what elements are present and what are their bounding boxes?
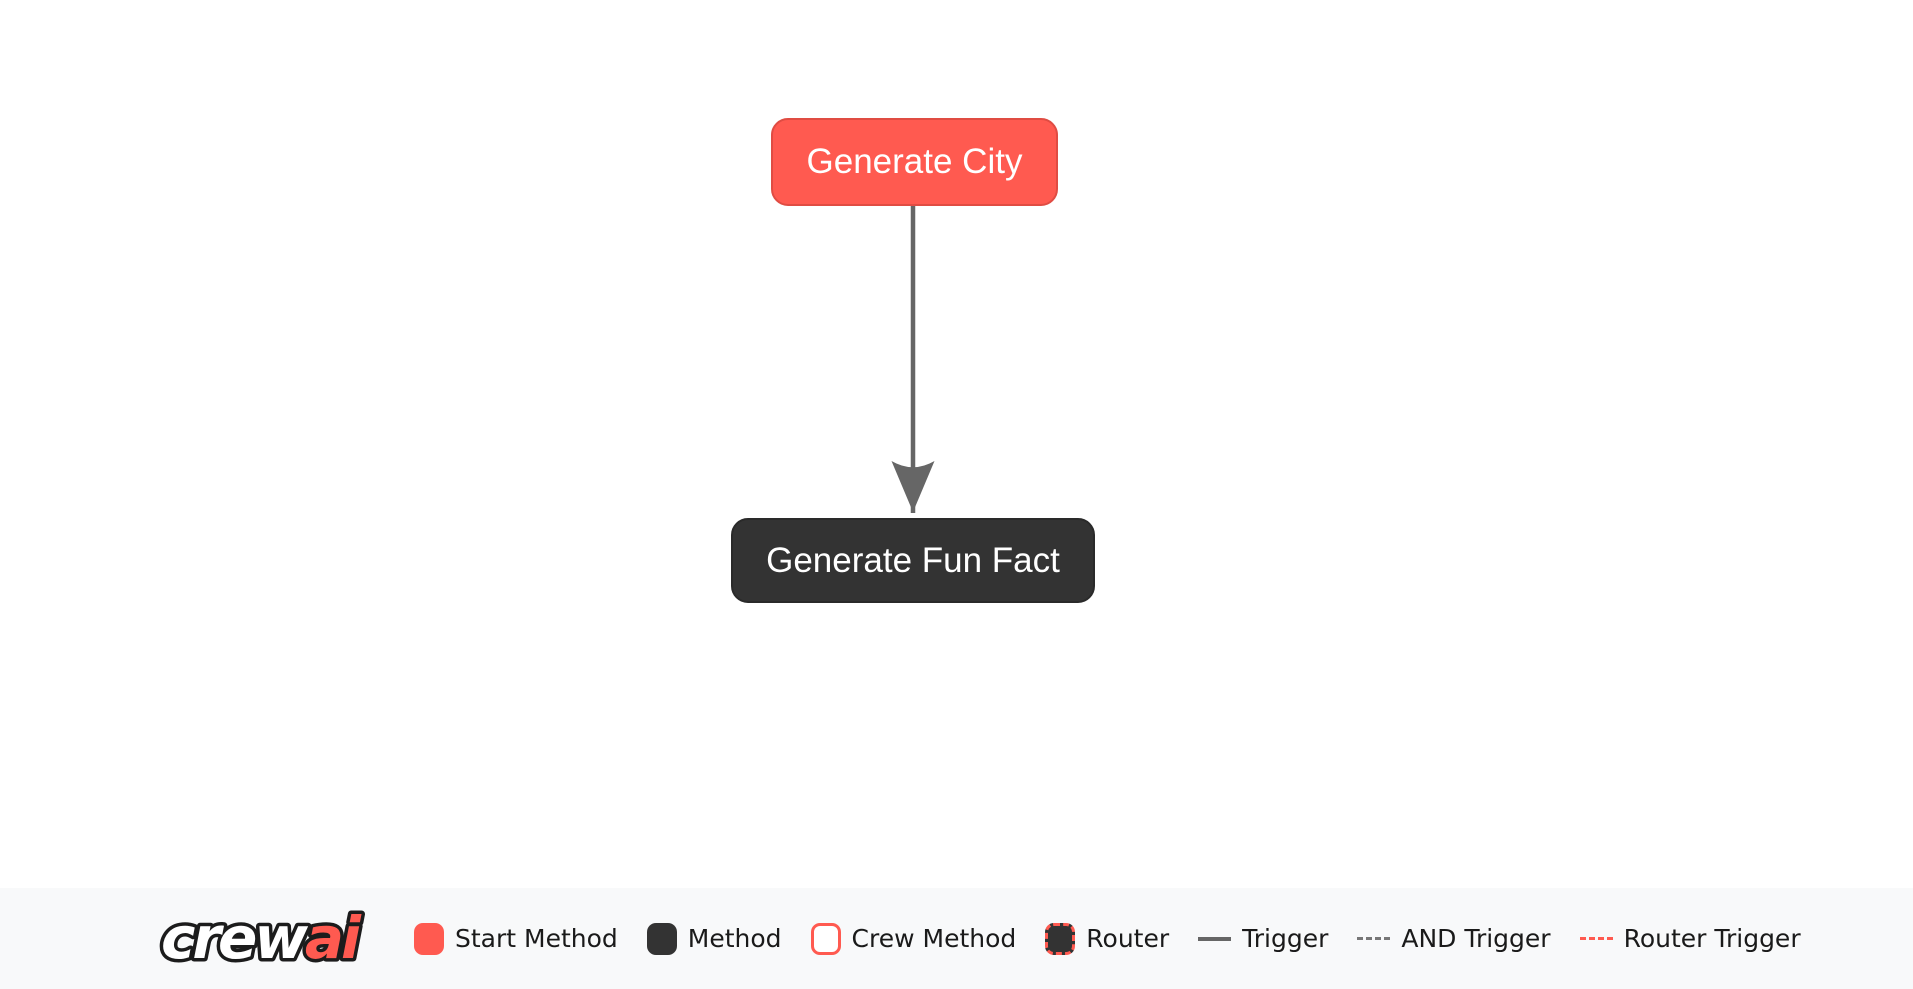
legend-item-start-method: Start Method: [414, 922, 618, 955]
crew-method-swatch-icon: [810, 922, 841, 955]
trigger-arrowhead-icon: [891, 461, 935, 512]
node-generate-city[interactable]: Generate City: [771, 118, 1058, 206]
legend-bar: crewai crewai Start Method Method Crew M…: [0, 888, 1913, 989]
node-generate-fun-fact[interactable]: Generate Fun Fact: [731, 518, 1095, 603]
legend-label-trigger: Trigger: [1242, 924, 1329, 953]
legend-item-and-trigger: AND Trigger: [1357, 924, 1551, 953]
legend-item-crew-method: Crew Method: [810, 922, 1017, 955]
svg-text:crewai: crewai: [161, 904, 362, 972]
method-swatch-icon: [646, 922, 677, 955]
router-trigger-line-icon: [1579, 937, 1613, 940]
legend-label-crew-method: Crew Method: [851, 924, 1017, 953]
legend-item-router: Router: [1045, 922, 1170, 955]
legend-item-trigger: Trigger: [1198, 924, 1328, 953]
legend-label-router-trigger: Router Trigger: [1623, 924, 1801, 953]
logo-word-ai: ai: [305, 904, 362, 972]
logo-word-crew: crew: [161, 904, 308, 972]
node-generate-city-label: Generate City: [806, 142, 1023, 181]
svg-text:crewai: crewai: [161, 904, 362, 972]
crewai-logo: crewai crewai: [157, 897, 373, 980]
node-generate-fun-fact-label: Generate Fun Fact: [766, 540, 1060, 580]
legend-item-method: Method: [646, 922, 782, 955]
legend-label-and-trigger: AND Trigger: [1401, 924, 1551, 953]
legend-label-method: Method: [687, 924, 782, 953]
router-swatch-icon: [1045, 922, 1076, 955]
start-method-swatch-icon: [414, 922, 444, 955]
legend-label-router: Router: [1086, 924, 1170, 953]
flow-canvas[interactable]: Generate City Generate Fun Fact: [0, 0, 1913, 888]
legend-label-start-method: Start Method: [455, 924, 618, 953]
legend-item-router-trigger: Router Trigger: [1579, 924, 1801, 953]
trigger-line-icon: [1198, 936, 1232, 941]
and-trigger-line-icon: [1357, 937, 1391, 940]
